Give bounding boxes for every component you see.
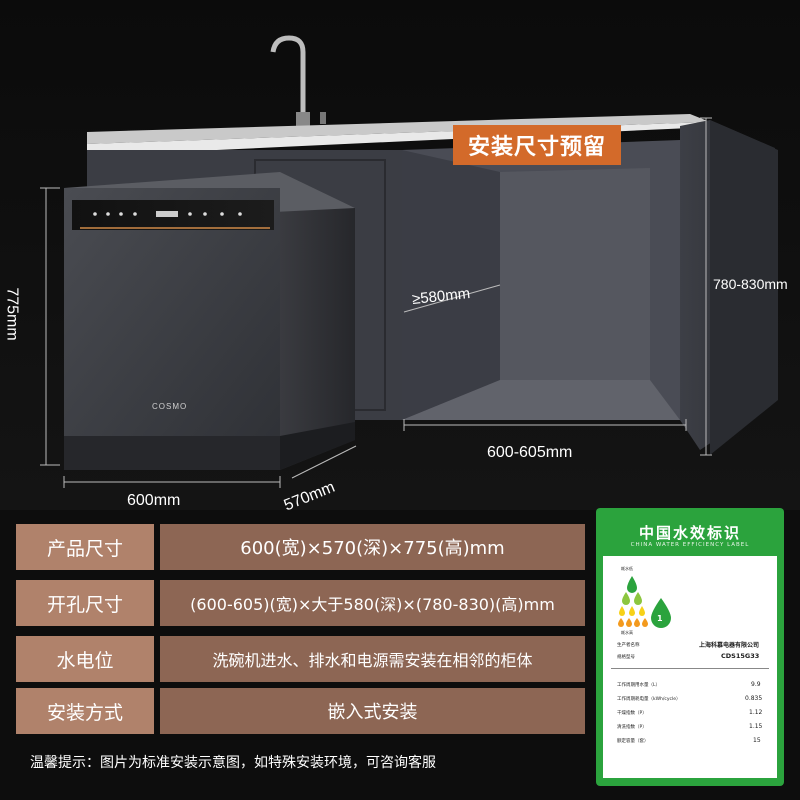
metric-value: 0.835 [745,695,763,702]
spec-value: 600(宽)×570(深)×775(高)mm [160,524,585,570]
label-standard: 依据国家标准 GB 38383-2019 [626,771,690,776]
water-efficiency-label: 中国水效标识 CHINA WATER EFFICIENCY LABEL 耗水低 … [596,508,784,786]
producer-label: 生产者名称 [617,643,640,648]
metric-name: 工作周期用水量（L） [617,683,661,688]
spec-label: 安装方式 [16,688,154,734]
model-number: CDS15G33 [721,652,760,660]
installation-illustration: 安装尺寸预留 COSMO 775mm 600mm 570mm 780-830mm… [0,0,800,514]
label-top-text: 耗水低 [621,566,633,571]
spec-label: 产品尺寸 [16,524,154,570]
spec-value: (600-605)(宽)×大于580(深)×(780-830)(高)mm [160,580,585,626]
producer-name: 上海科慕电器有限公司 [699,642,760,649]
spec-table: 产品尺寸 600(宽)×570(深)×775(高)mm 开孔尺寸 (600-60… [16,524,585,736]
spec-label: 水电位 [16,636,154,682]
spec-value: 嵌入式安装 [160,688,585,734]
spec-row-install-method: 安装方式 嵌入式安装 [16,688,585,734]
metric-value: 1.12 [749,709,763,716]
metric-value: 1.15 [749,723,763,730]
metric-name: 干燥指数（P） [617,711,647,716]
model-label: 规格型号 [617,655,635,660]
spec-row-product-size: 产品尺寸 600(宽)×570(深)×775(高)mm [16,524,585,570]
grade-value: 1 [657,614,663,623]
dishwasher-width-dim: 600mm [127,492,181,509]
spec-row-water-power: 水电位 洗碗机进水、排水和电源需安装在相邻的柜体 [16,636,585,682]
dishwasher-logo: COSMO [152,402,188,411]
metric-name: 额定容量（套） [617,739,649,744]
label-title: 中国水效标识 [638,524,741,542]
installation-reserve-badge: 安装尺寸预留 [453,125,621,165]
efficiency-drops-icon [618,576,671,628]
label-bottom-text: 耗水高 [621,630,633,635]
install-tip-text: 温馨提示：图片为标准安装示意图，如特殊安装环境，可咨询客服 [30,755,436,771]
cabinet-width-dim: 600-605mm [487,444,573,461]
metric-name: 工作周期耗电量（kWh/cycle） [617,697,681,702]
dishwasher-height-dim: 775mm [3,287,21,341]
metric-value: 15 [753,737,761,744]
label-body: 耗水低 1 耗水高 生产者名称 上海科慕电器有限公司 规格型号 CDS15G33… [603,556,777,778]
spec-value: 洗碗机进水、排水和电源需安装在相邻的柜体 [160,636,585,682]
kitchen-scene-graphic [0,0,800,510]
label-subtitle: CHINA WATER EFFICIENCY LABEL [630,542,750,548]
metric-name: 清洗指数（P） [617,725,647,730]
label-divider [611,668,769,669]
metric-value: 9.9 [751,681,761,688]
spec-row-cutout-size: 开孔尺寸 (600-605)(宽)×大于580(深)×(780-830)(高)m… [16,580,585,626]
cabinet-height-dim: 780-830mm [713,276,788,292]
spec-label: 开孔尺寸 [16,580,154,626]
